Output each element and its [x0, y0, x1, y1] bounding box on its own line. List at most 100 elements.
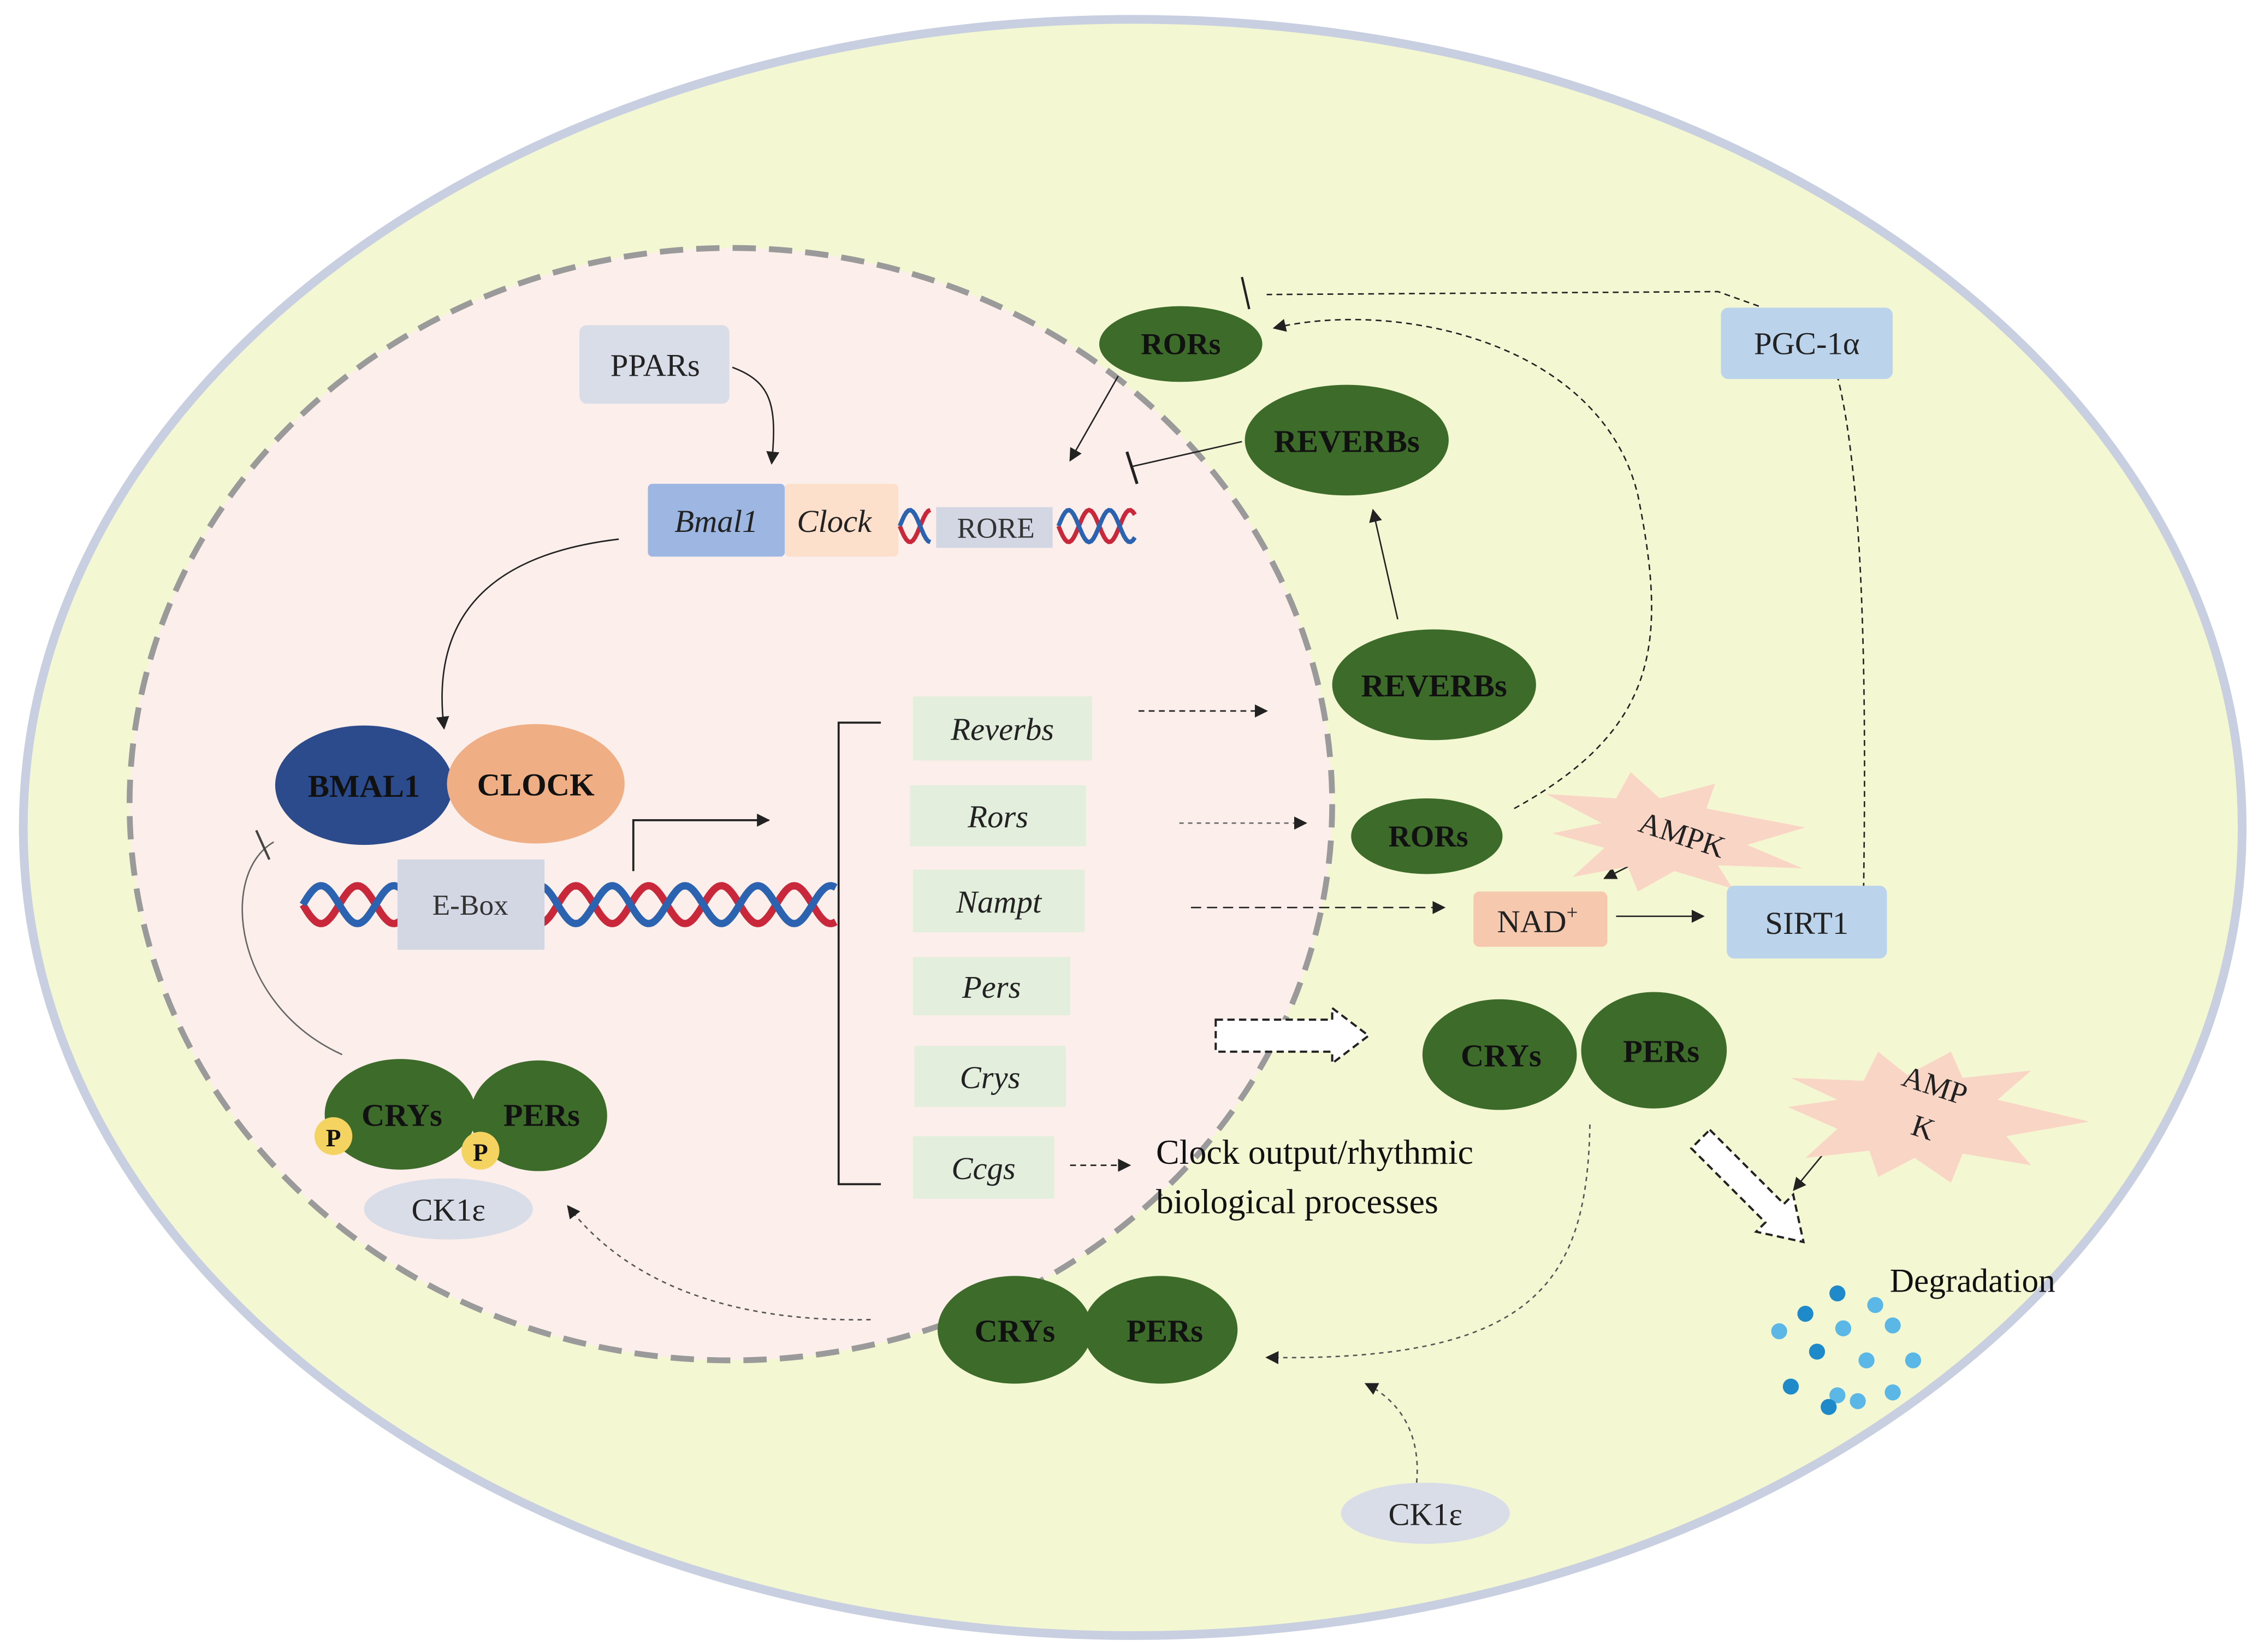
- rors-mid-label: RORs: [1388, 820, 1468, 854]
- gene-label-reverbs: Reverbs: [950, 712, 1054, 747]
- pgc1a-label: PGC-1α: [1754, 326, 1860, 362]
- gene-box-crys: [914, 1046, 1066, 1108]
- degradation-dot: [1829, 1285, 1846, 1302]
- inhibit-pgc1a-rors: [1266, 291, 1759, 307]
- ampk-starburst-top: [1546, 772, 1806, 892]
- dna-strand-red: [898, 508, 932, 544]
- arrow-pers-bottom: [1265, 1124, 1591, 1365]
- clock-output-line1: Clock output/rhythmic: [1156, 1133, 1473, 1171]
- degradation-dot: [1858, 1352, 1875, 1369]
- rore-dna-helix: [898, 507, 1137, 544]
- ppars-label: PPARs: [611, 348, 700, 383]
- sirt1-label: SIRT1: [1765, 905, 1848, 941]
- dna-strand-red: [1056, 507, 1137, 544]
- crys-bottom-label: CRYs: [974, 1313, 1055, 1348]
- phosphate-2-label: P: [473, 1139, 488, 1167]
- clock-protein: [447, 724, 625, 844]
- bmal1-protein: [275, 725, 453, 845]
- degradation-dot: [1850, 1393, 1866, 1410]
- arrow-rors-rore: [1069, 375, 1119, 462]
- degradation-dot: [1771, 1323, 1787, 1340]
- rors-mid-protein: [1351, 798, 1503, 874]
- dna-strand-blue: [299, 882, 838, 927]
- nad-box: [1473, 891, 1608, 947]
- crys-bottom-protein: [938, 1276, 1092, 1384]
- gene-box-rors: [910, 785, 1087, 846]
- dna-strand-blue: [898, 508, 932, 544]
- rore-label: RORE: [957, 512, 1035, 544]
- rore-box: [936, 507, 1053, 548]
- crys-right-label: CRYs: [1461, 1038, 1542, 1073]
- crys-right-protein: [1422, 999, 1577, 1110]
- degradation-dot: [1829, 1387, 1846, 1404]
- degradation-dot: [1867, 1297, 1883, 1313]
- nad-text: NAD: [1497, 904, 1567, 939]
- ck1e-bottom: [1341, 1482, 1510, 1544]
- inhibit-reverbs-rore: [1133, 441, 1242, 467]
- crys-left-label: CRYs: [361, 1098, 442, 1133]
- degradation-dot: [1835, 1320, 1852, 1337]
- dna-strand-red: [299, 882, 838, 927]
- connector-sirt1-pgc1a: [1836, 376, 1865, 889]
- arrow-rors-loop: [1272, 318, 1652, 809]
- reverbs-lower-label: REVERBs: [1361, 668, 1507, 703]
- degradation-dot: [1884, 1384, 1901, 1401]
- clock-gene-label: Clock: [797, 504, 872, 539]
- gene-box-reverbs: [912, 696, 1092, 761]
- gene-label-ccgs: Ccgs: [951, 1151, 1015, 1186]
- rors-top-protein: [1099, 306, 1263, 382]
- inhibit-bar-reverbs: [1125, 451, 1139, 484]
- pers-bottom-protein: [1083, 1276, 1238, 1384]
- connectors: [241, 276, 1865, 1483]
- arrow-reverbs-translocation: [1369, 508, 1398, 620]
- pers-bottom-label: PERs: [1127, 1313, 1203, 1348]
- gene-bracket: [837, 721, 881, 1186]
- clock-gene-box: [785, 483, 899, 557]
- gene-box-nampt: [912, 869, 1085, 933]
- crys-left-protein: [324, 1059, 476, 1170]
- ppars-box: [579, 325, 730, 404]
- clock-protein-label: CLOCK: [477, 767, 595, 803]
- gene-label-nampt: Nampt: [956, 884, 1042, 920]
- pgc1a-box: [1721, 307, 1893, 379]
- arrow-ppars-bmal1: [732, 366, 780, 465]
- rors-top-label: RORs: [1141, 328, 1220, 362]
- hollow-arrow-translation: [1214, 1005, 1371, 1066]
- inhibit-bar-crypers: [255, 830, 271, 860]
- nad-superscript: +: [1567, 902, 1578, 924]
- degradation-particles: [1771, 1285, 1922, 1415]
- degradation-dot: [1809, 1343, 1826, 1360]
- degradation-dot: [1821, 1399, 1837, 1415]
- inhibit-bar-pgc1a: [1241, 276, 1250, 310]
- pers-left-label: PERs: [503, 1098, 580, 1133]
- ck1e-left-label: CK1ε: [411, 1192, 485, 1228]
- degradation-dot: [1782, 1378, 1799, 1395]
- reverbs-upper-protein: [1244, 384, 1449, 496]
- sirt1-box: [1727, 885, 1887, 959]
- bmal1-gene-box: [648, 483, 785, 557]
- gene-box-ccgs: [912, 1136, 1054, 1199]
- gene-box-pers: [912, 957, 1070, 1016]
- gene-label-rors: Rors: [967, 799, 1028, 834]
- ck1e-bottom-label: CK1ε: [1389, 1496, 1462, 1532]
- degradation-dot: [1884, 1317, 1901, 1334]
- ebox-box: [397, 859, 545, 950]
- degradation-label: Degradation: [1890, 1263, 2055, 1300]
- pers-left-protein: [470, 1060, 607, 1171]
- gene-label-crys: Crys: [960, 1059, 1021, 1095]
- reverbs-lower-protein: [1332, 629, 1536, 741]
- hollow-arrow-degradation: [1690, 1128, 1805, 1244]
- degradation-dot: [1797, 1306, 1813, 1322]
- inhibit-crypers-bmal1: [241, 841, 343, 1056]
- ck1e-left: [364, 1178, 533, 1240]
- ampk-starburst-bottom: [1788, 1051, 2090, 1183]
- gene-label-pers: Pers: [962, 969, 1021, 1005]
- clock-output-line2: biological processes: [1156, 1182, 1438, 1221]
- reverbs-upper-label: REVERBs: [1274, 423, 1420, 459]
- pers-right-protein: [1581, 992, 1727, 1109]
- bmal1-gene-label: Bmal1: [674, 504, 758, 539]
- degradation-dot: [1905, 1352, 1922, 1369]
